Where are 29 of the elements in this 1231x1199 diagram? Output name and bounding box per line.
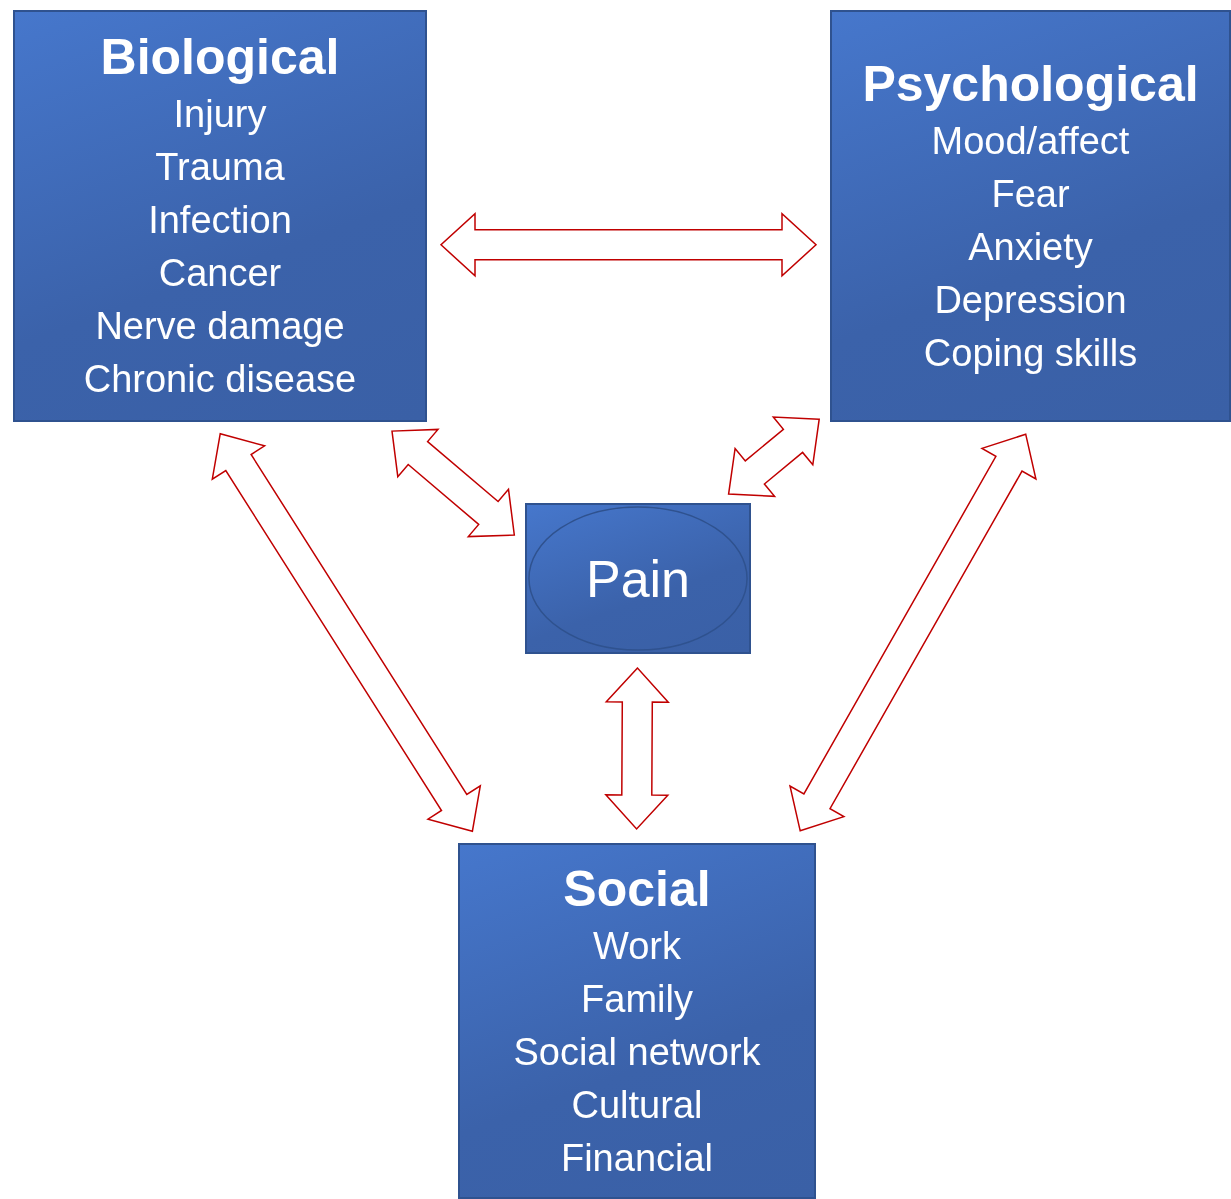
box-heading: Biological <box>100 28 340 87</box>
list-item: Social network <box>513 1029 761 1075</box>
category-box <box>13 10 427 422</box>
double-arrow <box>788 433 1037 832</box>
list-item: Coping skills <box>923 330 1138 376</box>
list-item: Chronic disease <box>83 357 357 402</box>
category-box <box>830 10 1231 422</box>
category-box <box>458 843 816 1199</box>
list-item: Trauma <box>155 145 285 190</box>
list-item: Depression <box>934 277 1127 323</box>
double-arrow <box>439 212 818 278</box>
list-item: Fear <box>991 171 1070 217</box>
list-item: Nerve damage <box>95 304 345 349</box>
list-item: Mood/affect <box>931 118 1130 164</box>
list-item: Cancer <box>158 251 282 296</box>
list-item: Financial <box>560 1135 714 1181</box>
double-arrow <box>727 416 821 498</box>
double-arrow <box>211 432 482 833</box>
list-item: Anxiety <box>968 224 1093 270</box>
list-item: Work <box>593 923 681 969</box>
box-heading: Psychological <box>862 54 1199 114</box>
double-arrow <box>391 428 516 538</box>
list-item: Family <box>581 976 693 1022</box>
list-item: Cultural <box>571 1082 703 1128</box>
box-heading: Social <box>563 859 711 919</box>
list-item: Injury <box>173 92 267 137</box>
double-arrow <box>604 666 670 831</box>
list-item: Infection <box>148 198 292 243</box>
node-label: Pain <box>585 548 691 609</box>
